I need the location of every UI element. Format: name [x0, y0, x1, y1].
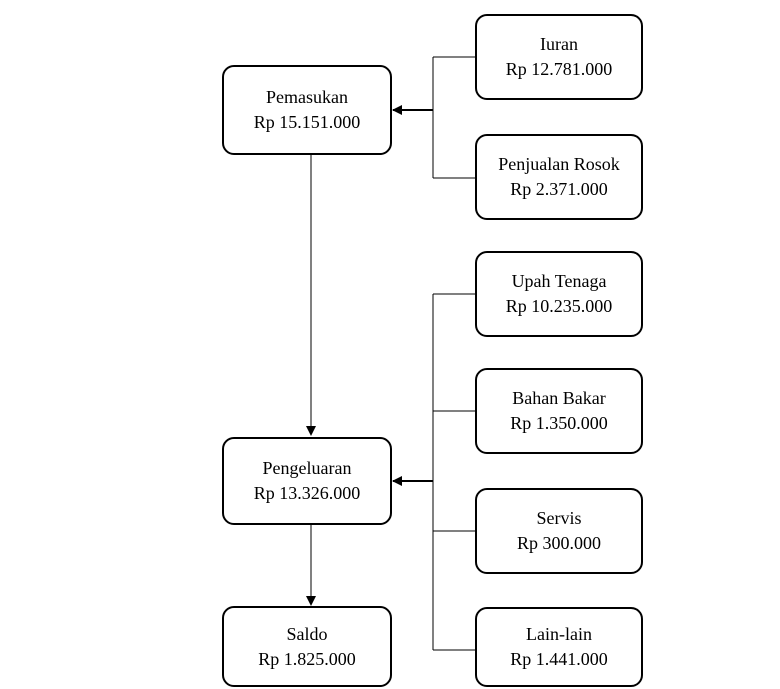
node-iuran-amount: Rp 12.781.000	[505, 59, 613, 79]
node-upah-tenaga-amount: Rp 10.235.000	[505, 296, 613, 316]
node-saldo-amount: Rp 1.825.000	[258, 648, 356, 669]
node-bahan-bakar-amount: Rp 1.350.000	[510, 413, 608, 433]
node-penjualan-rosok: Penjualan Rosok Rp 2.371.000	[475, 134, 643, 220]
node-servis-name: Servis	[536, 508, 582, 528]
connector-pemasukan-inputs	[392, 56, 475, 179]
node-penjualan-rosok-amount: Rp 2.371.000	[510, 179, 608, 199]
node-pengeluaran: Pengeluaran Rp 13.326.000	[222, 437, 392, 525]
node-iuran: Iuran Rp 12.781.000	[475, 14, 643, 100]
node-upah-tenaga-name: Upah Tenaga	[511, 271, 607, 291]
node-upah-tenaga: Upah Tenaga Rp 10.235.000	[475, 251, 643, 337]
node-servis: Servis Rp 300.000	[475, 488, 643, 574]
node-iuran-name: Iuran	[540, 34, 578, 54]
node-saldo: Saldo Rp 1.825.000	[222, 606, 392, 687]
node-pemasukan-name: Pemasukan	[266, 87, 348, 107]
connector-pengeluaran-inputs	[392, 293, 475, 651]
node-bahan-bakar: Bahan Bakar Rp 1.350.000	[475, 368, 643, 454]
node-pemasukan: Pemasukan Rp 15.151.000	[222, 65, 392, 155]
node-pengeluaran-amount: Rp 13.326.000	[253, 483, 361, 503]
node-saldo-name: Saldo	[286, 623, 328, 644]
node-pengeluaran-name: Pengeluaran	[262, 458, 352, 478]
node-lain-lain-name: Lain-lain	[526, 624, 592, 644]
node-servis-amount: Rp 300.000	[516, 533, 601, 553]
node-bahan-bakar-name: Bahan Bakar	[512, 388, 606, 408]
node-penjualan-rosok-name: Penjualan Rosok	[498, 154, 620, 174]
node-lain-lain-amount: Rp 1.441.000	[510, 649, 608, 669]
node-lain-lain: Lain-lain Rp 1.441.000	[475, 607, 643, 687]
node-pemasukan-amount: Rp 15.151.000	[253, 112, 361, 132]
